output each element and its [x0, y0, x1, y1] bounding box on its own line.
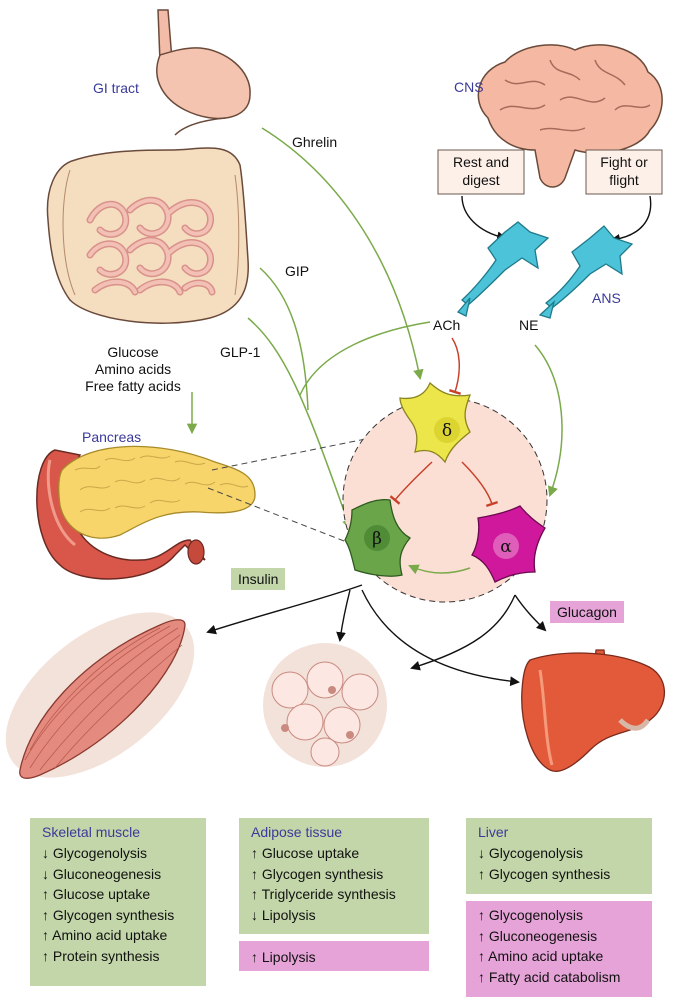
ne-arrow	[534, 344, 563, 497]
liver-title: Liver	[478, 824, 509, 840]
skeletal-muscle-effects: Skeletal muscle ↓ Glycogenolysis ↓ Gluco…	[30, 818, 206, 986]
rest-digest-arrow	[461, 195, 507, 242]
muscle-effect: ↑ Amino acid uptake	[42, 927, 168, 943]
gip-arrow	[259, 267, 309, 411]
insulin-to-liver	[361, 589, 520, 687]
fight-flight-line-1: Fight or	[600, 154, 648, 170]
glp1-label: GLP-1	[220, 344, 261, 360]
delta-cell	[399, 381, 472, 464]
liver-glucagon-effect: ↑ Fatty acid catabolism	[478, 968, 621, 985]
glucagon-to-liver	[514, 594, 547, 632]
delta-inhibits-alpha	[461, 461, 499, 508]
insulin-to-adipose	[336, 589, 351, 642]
liver-glucagon-effects: ↑ Glycogenolysis ↑ Gluconeogenesis ↑ Ami…	[466, 901, 652, 997]
glucagon-to-adipose	[410, 594, 516, 671]
muscle-effect: ↑ Glycogen synthesis	[42, 906, 175, 923]
liver-glucagon-effect: ↑ Gluconeogenesis	[478, 927, 598, 944]
nutrient-amino-acids: Amino acids	[95, 361, 171, 377]
glucagon-tag: Glucagon	[550, 601, 624, 623]
adipose-title: Adipose tissue	[251, 824, 343, 840]
ach-label: ACh	[433, 317, 460, 333]
fight-flight-arrow	[610, 195, 652, 244]
liver-insulin-effects: Liver ↓ Glycogenolysis ↑ Glycogen synthe…	[466, 818, 652, 894]
insulin-tag: Insulin	[231, 568, 286, 590]
gi-tract-label: GI tract	[93, 80, 139, 96]
liver-illustration	[521, 649, 666, 772]
ans-label: ANS	[592, 290, 621, 306]
liver-glucagon-effect: ↑ Amino acid uptake	[478, 948, 604, 964]
skeletal-muscle-title: Skeletal muscle	[42, 824, 141, 840]
adipose-glucagon-effects: ↑ Lipolysis	[239, 941, 429, 971]
pancreas-label: Pancreas	[82, 429, 141, 445]
adipose-effect: ↓ Lipolysis	[251, 906, 316, 923]
delta-inhibits-beta	[389, 461, 433, 505]
fight-flight-box	[585, 149, 663, 195]
delta-cell-label: δ	[442, 421, 452, 441]
zoom-line-top	[211, 427, 421, 471]
parasympathetic-neuron	[456, 221, 550, 317]
muscle-effect: ↓ Gluconeogenesis	[42, 865, 162, 882]
rest-digest-line-1: Rest and	[453, 154, 509, 170]
beta-cell-label: β	[372, 529, 382, 549]
ghrelin-arrow	[261, 127, 424, 381]
skeletal-muscle-illustration	[5, 612, 195, 779]
nutrient-glucose: Glucose	[107, 344, 159, 360]
rest-digest-box	[437, 149, 525, 195]
liver-effect: ↓ Glycogenolysis	[478, 845, 584, 861]
alpha-cell-label: α	[500, 537, 512, 557]
ach-inhibition	[448, 337, 462, 395]
ghrelin-label: Ghrelin	[292, 134, 337, 150]
muscle-effect: ↑ Glucose uptake	[42, 886, 151, 902]
adipose-effect: ↑ Glucose uptake	[251, 845, 360, 861]
adipose-tissue-illustration	[263, 643, 387, 767]
muscle-effect: ↑ Protein synthesis	[42, 947, 160, 964]
liver-glucagon-effect: ↑ Glycogenolysis	[478, 907, 584, 923]
nutrient-free-fatty-acids: Free fatty acids	[85, 378, 181, 394]
adipose-insulin-effects: Adipose tissue ↑ Glucose uptake ↑ Glycog…	[239, 818, 429, 934]
gip-label: GIP	[285, 263, 309, 279]
pancreas-illustration	[36, 445, 256, 580]
fight-flight-line-2: flight	[609, 172, 639, 188]
liver-effect: ↑ Glycogen synthesis	[478, 865, 611, 882]
glp1-arrow	[247, 317, 353, 530]
brain-illustration	[477, 44, 663, 188]
insulin-to-muscle	[206, 584, 363, 635]
cns-label: CNS	[454, 79, 484, 95]
adipose-glucagon-effect: ↑ Lipolysis	[251, 949, 316, 965]
adipose-effect: ↑ Triglyceride synthesis	[251, 886, 396, 902]
muscle-effect: ↓ Glycogenolysis	[42, 845, 148, 861]
zoom-line-bottom	[207, 487, 363, 549]
sympathetic-neuron	[538, 225, 634, 319]
ne-label: NE	[519, 317, 538, 333]
adipose-effect: ↑ Glycogen synthesis	[251, 865, 384, 882]
gi-tract-illustration	[46, 9, 251, 324]
ach-arrow	[299, 321, 431, 396]
alpha-stimulates-beta	[408, 564, 471, 575]
rest-digest-line-2: digest	[462, 172, 499, 188]
